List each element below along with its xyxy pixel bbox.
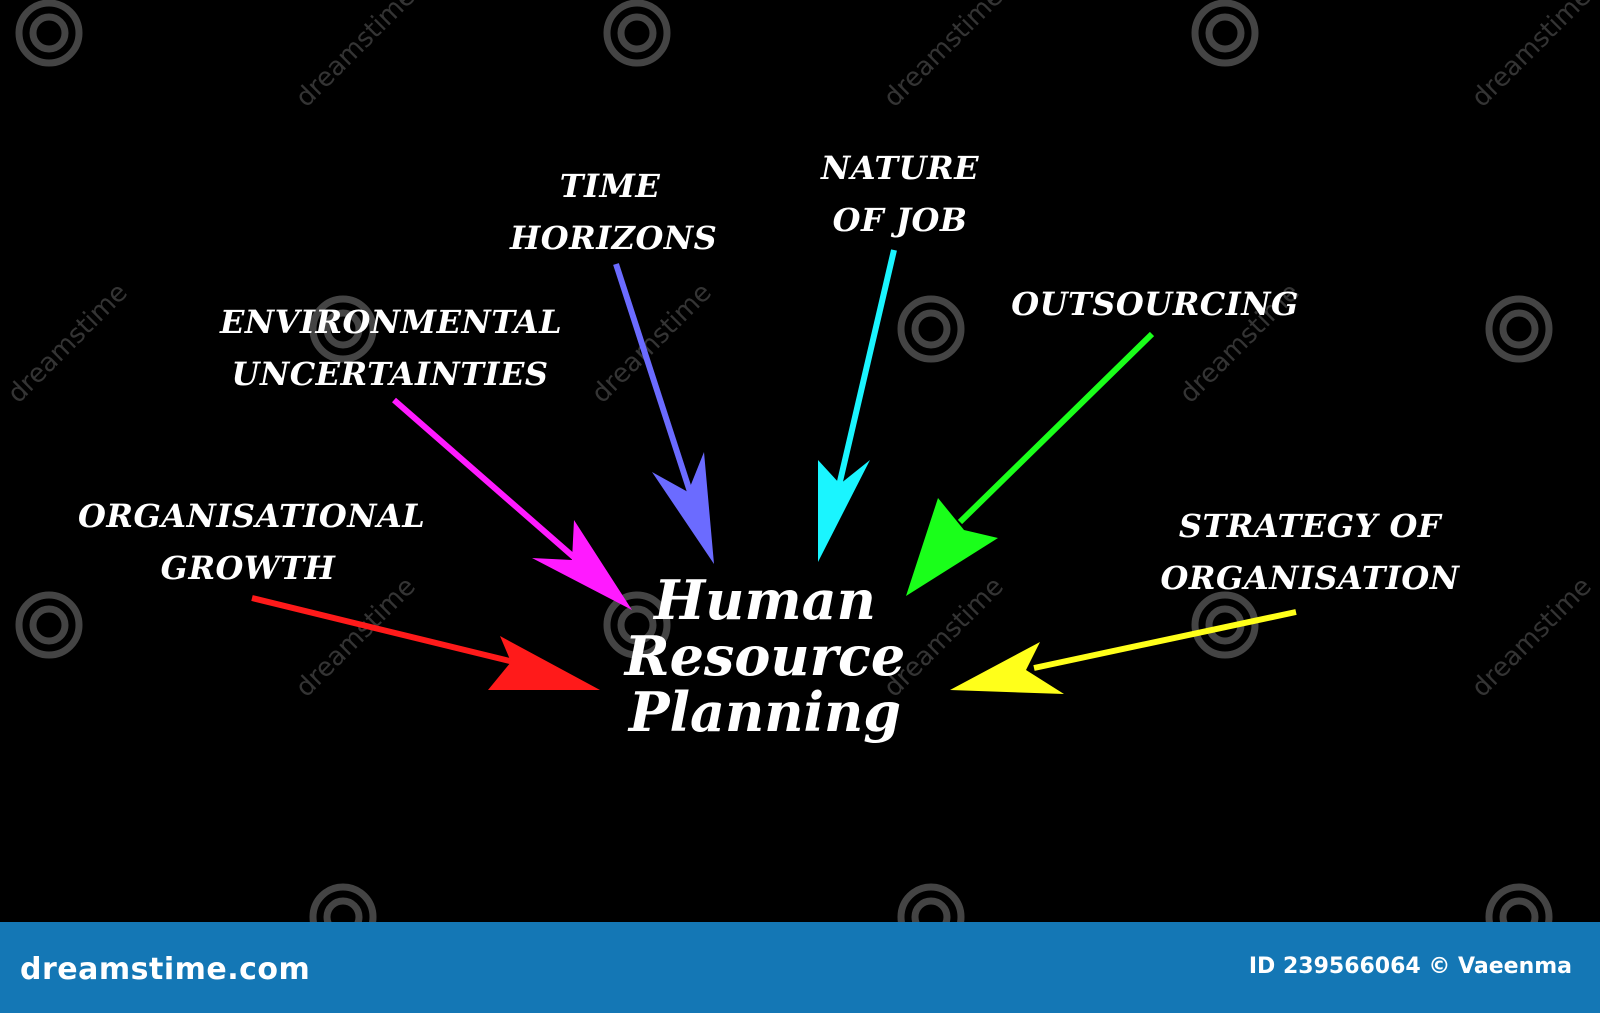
factor-line: UNCERTAINTIES — [231, 355, 549, 393]
factor-organisational-growth: ORGANISATIONAL GROWTH — [78, 490, 426, 594]
arrow-nature-of-job — [818, 249, 897, 562]
watermark-spiral-icon — [309, 883, 377, 922]
watermark-spiral-icon — [15, 591, 83, 659]
arrow-environmental-uncertainties — [392, 397, 632, 610]
watermark-spiral-icon — [1191, 0, 1259, 67]
center-title-line: Planning — [628, 680, 902, 744]
watermark-spiral-icon — [603, 0, 671, 67]
watermark-spiral-icon — [603, 591, 671, 659]
arrow-strategy-of-organisation — [950, 609, 1297, 694]
diagram-canvas: dreamstime dreamstime dreamstime dreamst… — [2, 0, 1598, 922]
center-title-line: Resource — [624, 624, 906, 688]
arrow-organisational-growth — [251, 595, 600, 690]
factor-nature-of-job: NATURE OF JOB — [800, 142, 1000, 246]
arrows-layer — [251, 249, 1297, 694]
factor-line: TIME — [559, 167, 661, 205]
center-title-line: Human — [654, 568, 876, 632]
factor-line: STRATEGY OF — [1178, 507, 1442, 545]
factor-line: ORGANISATION — [1160, 559, 1460, 597]
factor-outsourcing: OUTSOURCING — [1010, 278, 1300, 330]
factor-line: ORGANISATIONAL — [78, 497, 426, 535]
arrow-outsourcing — [906, 331, 1155, 596]
factor-line: GROWTH — [160, 549, 336, 587]
factor-line: ENVIRONMENTAL — [220, 303, 563, 341]
factor-time-horizons: TIME HORIZONS — [510, 160, 718, 264]
footer-logo: dreamstime.com — [20, 952, 311, 987]
factor-line: OF JOB — [832, 201, 968, 239]
watermark-spiral-icon — [309, 295, 377, 363]
footer-credit: ID 239566064 © Vaeenma — [1248, 954, 1572, 979]
watermark-spiral-icon — [1485, 295, 1553, 363]
factor-environmental-uncertainties: ENVIRONMENTAL UNCERTAINTIES — [220, 296, 563, 400]
arrow-time-horizons — [613, 263, 714, 564]
watermark-spiral-icon — [1485, 883, 1553, 922]
factor-line: NATURE — [820, 149, 980, 187]
factor-strategy-of-organisation: STRATEGY OF ORGANISATION — [1160, 500, 1460, 604]
watermark-spiral-icon — [15, 0, 83, 67]
watermark-spiral-icon — [897, 883, 965, 922]
center-title: Human Resource Planning — [605, 572, 925, 740]
factor-line: HORIZONS — [510, 219, 718, 257]
watermark-spiral-icon — [897, 295, 965, 363]
watermark-footer-bar: dreamstime.com ID 239566064 © Vaeenma — [0, 922, 1600, 1013]
factor-line: OUTSOURCING — [1011, 285, 1299, 323]
